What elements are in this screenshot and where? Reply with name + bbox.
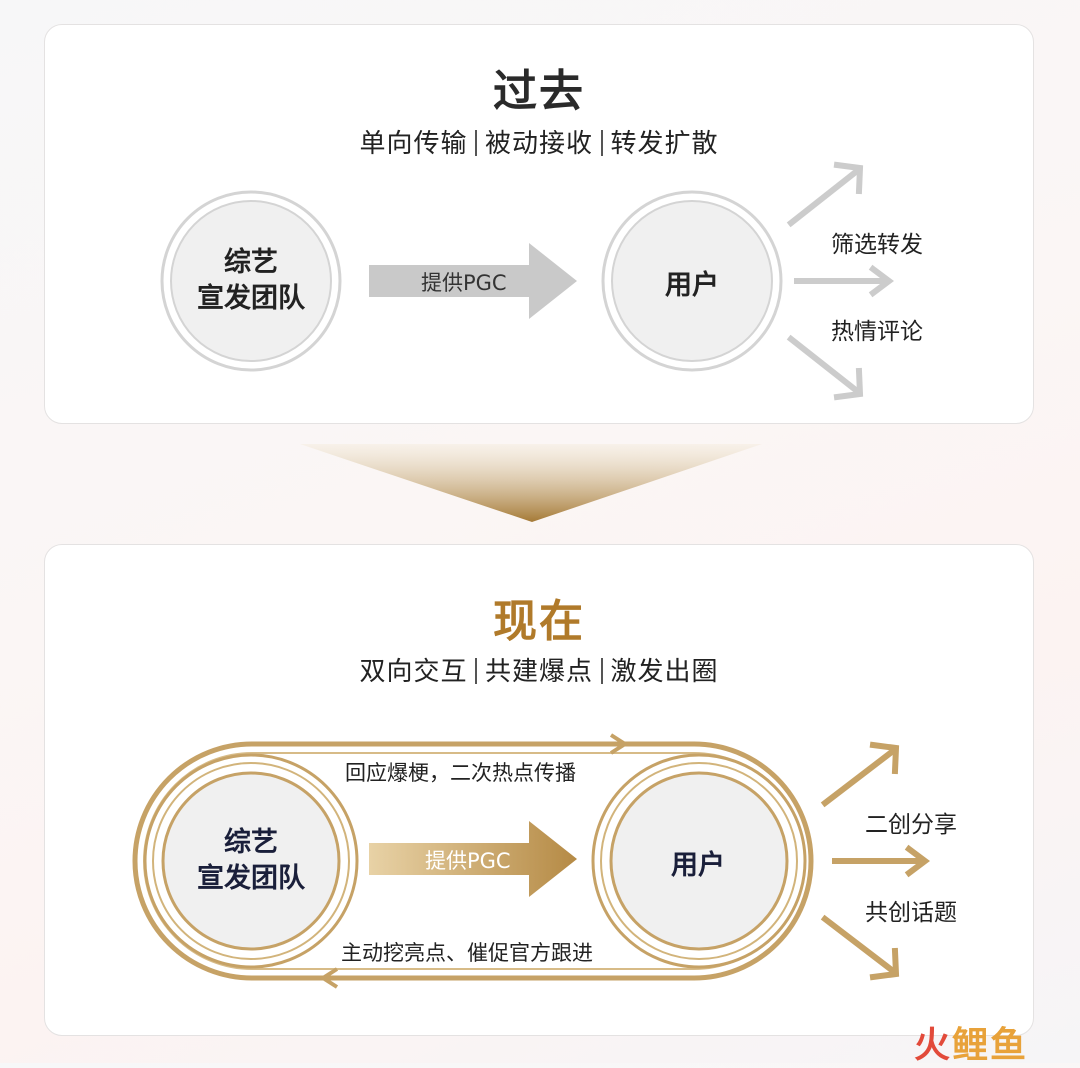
- divider: [601, 130, 603, 156]
- source-line: 综艺: [224, 247, 278, 278]
- past-title: 过去: [493, 66, 585, 117]
- now-panel: 现在 双向交互共建爆点激发出圈: [44, 544, 1034, 1036]
- divider: [475, 658, 477, 684]
- loop-top-label: 回应爆梗，二次热点传播: [345, 761, 576, 785]
- past-target-node: [601, 190, 783, 372]
- source-line: 宣发团队: [197, 863, 305, 894]
- past-arrow-label: 提供PGC: [421, 271, 507, 295]
- past-target-label: 用户: [665, 270, 719, 301]
- past-outcome-1: 筛选转发: [831, 232, 923, 258]
- now-arrow-label: 提供PGC: [425, 849, 511, 873]
- transition-funnel: [300, 444, 762, 522]
- watermark-fire: 火: [914, 1025, 953, 1066]
- now-target-label: 用户: [671, 850, 725, 881]
- now-outcome-1: 二创分享: [865, 812, 957, 838]
- now-outcome-arrows: [820, 741, 930, 981]
- now-subtitle-item: 激发出圈: [610, 657, 719, 687]
- now-subtitle: 双向交互共建爆点激发出圈: [45, 651, 1033, 688]
- past-outcome-arrows: [786, 161, 894, 401]
- now-source-node: [143, 753, 359, 969]
- divider: [601, 658, 603, 684]
- source-line: 综艺: [224, 827, 278, 858]
- past-source-node: [160, 190, 342, 372]
- loop-bottom-arrowhead: [319, 967, 339, 989]
- loop-top-arrowhead: [609, 733, 629, 755]
- arrow-up-right: [820, 746, 898, 808]
- now-subtitle-item: 共建爆点: [484, 657, 593, 687]
- now-diagram: [132, 733, 930, 989]
- arrow-down-right: [786, 334, 862, 396]
- past-panel: 过去 单向传输被动接收转发扩散 综艺 宣发团队 提供PGC 用户 筛选转发: [44, 24, 1034, 424]
- past-subtitle-item: 被动接收: [484, 129, 593, 159]
- loop-track-outer: [132, 741, 814, 981]
- watermark-logo: 火鲤鱼: [914, 1016, 1028, 1068]
- divider: [475, 130, 477, 156]
- past-source-label: 综艺 宣发团队: [195, 245, 307, 317]
- past-subtitle: 单向传输被动接收转发扩散: [45, 123, 1033, 160]
- watermark-carp: 鲤鱼: [952, 1025, 1029, 1066]
- past-outcome-2: 热情评论: [831, 319, 923, 345]
- now-title: 现在: [493, 596, 585, 647]
- now-pgc-arrow: [369, 821, 577, 897]
- past-subtitle-item: 单向传输: [359, 129, 468, 159]
- now-source-label: 综艺 宣发团队: [195, 825, 307, 897]
- now-target-node: [591, 753, 807, 969]
- arrow-up-right: [786, 166, 862, 228]
- loop-bottom-label: 主动挖亮点、催促官方跟进: [341, 941, 593, 965]
- past-subtitle-item: 转发扩散: [610, 129, 719, 159]
- arrow-down-right: [820, 914, 898, 976]
- now-outcome-2: 共创话题: [865, 900, 957, 926]
- source-line: 宣发团队: [197, 283, 305, 314]
- past-pgc-arrow: [369, 243, 577, 319]
- now-subtitle-item: 双向交互: [359, 657, 468, 687]
- past-diagram: [160, 161, 894, 401]
